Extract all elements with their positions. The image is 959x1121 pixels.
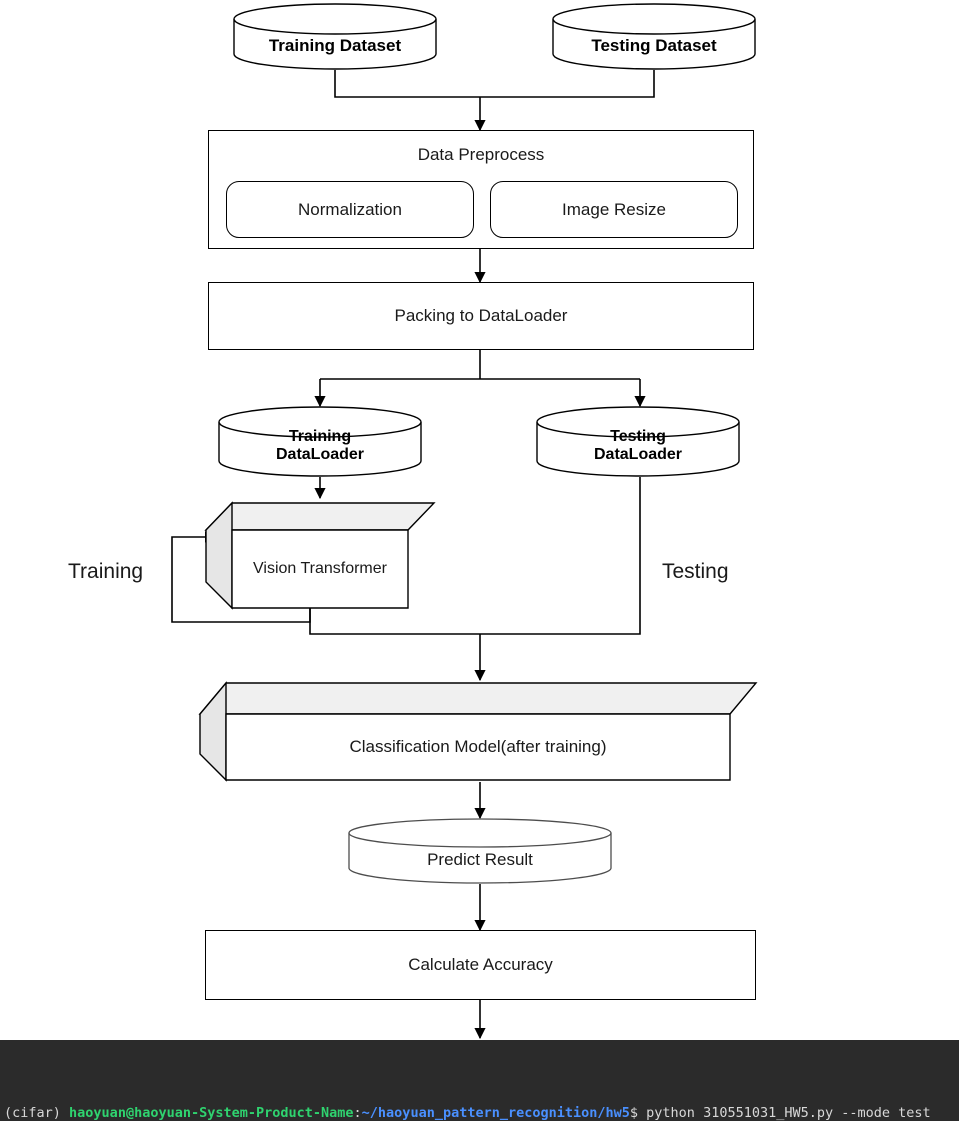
- cube-shape: [198, 681, 758, 782]
- cylinder-shape: [348, 818, 612, 884]
- node-predict-result[interactable]: Predict Result: [348, 818, 612, 884]
- cylinder-shape: [552, 3, 756, 70]
- terminal-path: ~/haoyuan_pattern_recognition/hw5: [361, 1105, 630, 1121]
- cylinder-shape: [536, 406, 740, 477]
- node-label: Vision Transformer: [253, 560, 387, 577]
- node-label: Testing DataLoader: [593, 428, 683, 463]
- node-calculate-accuracy[interactable]: Calculate Accuracy: [205, 930, 756, 1000]
- cube-shape: [204, 501, 436, 610]
- terminal-command: python 310551031_HW5.py --mode test: [646, 1105, 931, 1121]
- node-label: Training DataLoader: [275, 428, 365, 463]
- branch-label-training: Training: [68, 560, 144, 583]
- node-label: Data Preprocess: [417, 145, 545, 164]
- node-label: Predict Result: [427, 850, 533, 869]
- flowchart-diagram: Training Dataset Testing Dataset Data Pr…: [68, 3, 758, 1040]
- node-data-preprocess[interactable]: Data Preprocess Normalization Image Resi…: [208, 130, 754, 249]
- preprocess-step-image-resize[interactable]: Image Resize: [490, 181, 738, 238]
- terminal-dollar: $: [629, 1105, 639, 1121]
- branch-label-testing: Testing: [662, 560, 729, 583]
- cylinder-shape: [233, 3, 437, 70]
- node-testing-dataloader[interactable]: Testing DataLoader: [536, 406, 740, 477]
- node-label: Training Dataset: [268, 36, 402, 55]
- node-training-dataset[interactable]: Training Dataset: [233, 3, 437, 70]
- terminal-prompt-line: (cifar) haoyuan@haoyuan-System-Product-N…: [4, 1103, 955, 1121]
- node-testing-dataset[interactable]: Testing Dataset: [552, 3, 756, 70]
- terminal-user-host: haoyuan@haoyuan-System-Product-Name: [69, 1105, 354, 1121]
- node-packing-to-dataloader[interactable]: Packing to DataLoader: [208, 282, 754, 350]
- node-training-dataloader[interactable]: Training DataLoader: [218, 406, 422, 477]
- node-classification-model[interactable]: Classification Model(after training): [198, 680, 758, 782]
- node-vision-transformer[interactable]: Vision Transformer: [204, 500, 436, 610]
- cylinder-shape: [218, 406, 422, 477]
- preprocess-step-normalization[interactable]: Normalization: [226, 181, 474, 238]
- node-label: Classification Model(after training): [349, 737, 607, 756]
- terminal-separator: :: [353, 1105, 362, 1121]
- node-label: Testing Dataset: [591, 36, 717, 55]
- terminal-output[interactable]: (cifar) haoyuan@haoyuan-System-Product-N…: [0, 1040, 959, 1121]
- terminal-env: (cifar): [4, 1105, 61, 1121]
